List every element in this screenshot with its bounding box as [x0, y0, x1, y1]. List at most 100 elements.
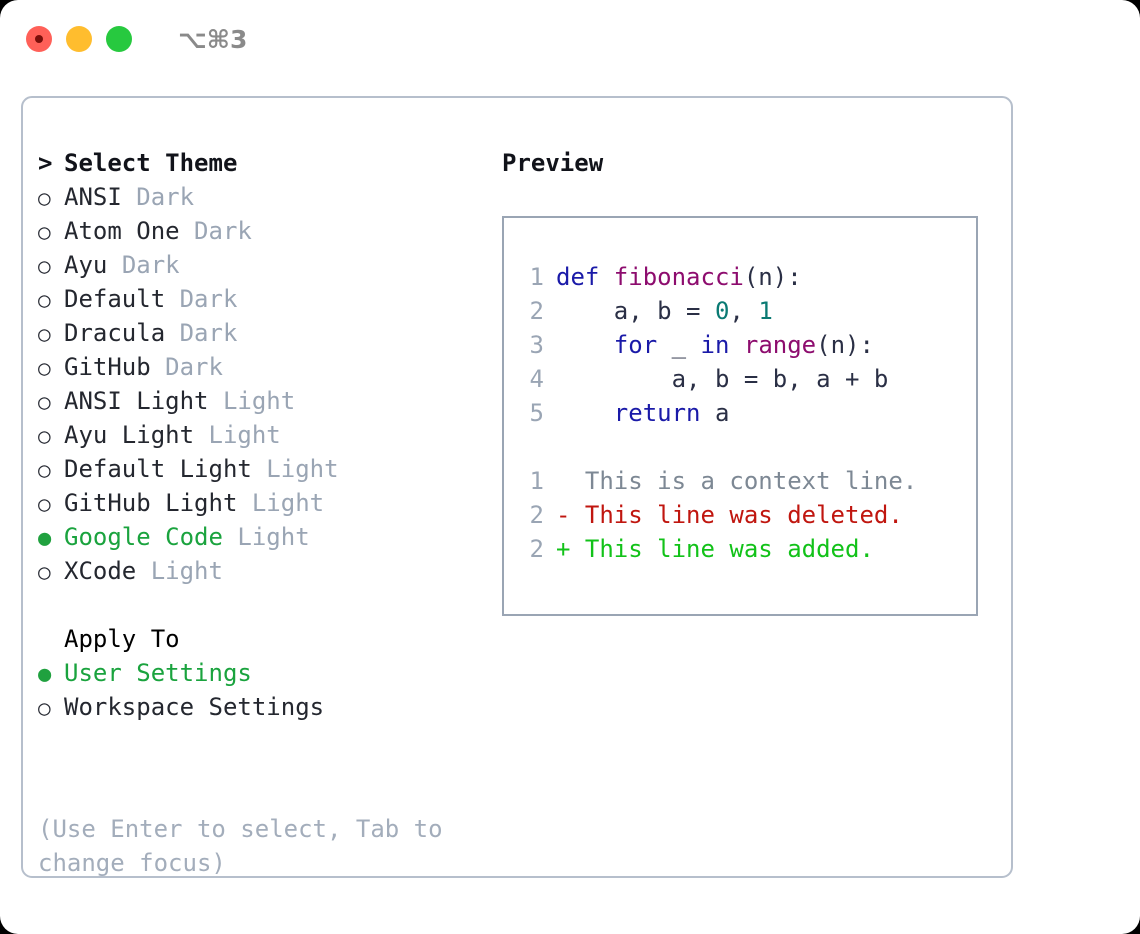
- theme-option-github-light[interactable]: ○GitHub Light Light: [38, 486, 488, 520]
- code-token: in: [700, 331, 730, 359]
- theme-variant-badge: Light: [208, 421, 281, 449]
- theme-option-label: Atom One: [64, 217, 180, 245]
- select-theme-title: Select Theme: [64, 149, 238, 177]
- theme-variant-badge: Dark: [165, 353, 223, 381]
- radio-unselected-icon: ○: [38, 696, 51, 720]
- code-token: def: [556, 263, 614, 291]
- diff-marker: [556, 467, 570, 495]
- code-token: (n):: [743, 263, 802, 291]
- keyboard-shortcut-label: ⌥⌘3: [178, 24, 248, 54]
- radio-unselected-icon: ○: [38, 424, 51, 448]
- theme-option-label: XCode: [64, 557, 137, 585]
- theme-option-default[interactable]: ○ Default Dark: [38, 282, 488, 316]
- theme-option-xcode[interactable]: ○ XCode Light: [38, 554, 488, 588]
- code-token: return: [613, 399, 701, 427]
- theme-option-atom-one[interactable]: ○ Atom One Dark: [38, 214, 488, 248]
- apply-option-workspace-settings[interactable]: ○ Workspace Settings: [38, 690, 488, 724]
- diff-text: This line was deleted.: [570, 501, 903, 529]
- minimize-button[interactable]: [66, 26, 92, 52]
- preview-title: Preview: [502, 149, 604, 177]
- code-token: (n):: [816, 331, 874, 359]
- close-icon: [35, 35, 43, 43]
- apply-option-label: User Settings: [64, 659, 252, 687]
- list-spacer: [38, 588, 488, 622]
- radio-unselected-icon: ○: [38, 288, 51, 312]
- radio-unselected-icon: ○: [38, 220, 51, 244]
- code-token: 1: [758, 297, 773, 325]
- maximize-button[interactable]: [106, 26, 132, 52]
- line-number: 2: [529, 501, 544, 529]
- theme-option-label: GitHub Light: [64, 489, 238, 517]
- theme-option-label: ANSI: [64, 183, 122, 211]
- apply-option-user-settings[interactable]: ● User Settings: [38, 656, 488, 690]
- theme-variant-badge: Light: [266, 455, 339, 483]
- keyboard-hint: (Use Enter to select, Tab to change focu…: [38, 815, 443, 877]
- code-diff-separator: [514, 430, 970, 464]
- code-token: fibonacci: [613, 263, 744, 291]
- close-button[interactable]: [26, 26, 52, 52]
- code-token: _: [657, 331, 701, 359]
- theme-variant-badge: Light: [150, 557, 223, 585]
- radio-unselected-icon: ○: [38, 186, 51, 210]
- theme-variant-badge: Light: [237, 523, 310, 551]
- line-number: 4: [529, 365, 544, 393]
- line-number: 3: [529, 331, 544, 359]
- theme-variant-badge: Dark: [136, 183, 195, 211]
- apply-to-list: ● User Settings ○ Workspace Settings: [38, 656, 488, 724]
- theme-option-ayu-light[interactable]: ○ Ayu Light Light: [38, 418, 488, 452]
- theme-option-label: Google Code: [64, 523, 223, 551]
- theme-option-dracula[interactable]: ○Dracula Dark: [38, 316, 488, 350]
- code-line: 3 for _ in range(n):: [514, 328, 970, 362]
- diff-text: This line was added.: [570, 535, 874, 563]
- code-token: ,: [729, 297, 759, 325]
- dialog-columns: >Select Theme ○ANSI Dark○Atom One Dark○A…: [23, 98, 1011, 877]
- diff-line-del: 2- This line was deleted.: [514, 498, 970, 532]
- code-token: [556, 331, 614, 359]
- code-token: [729, 331, 743, 359]
- theme-option-label: Ayu Light: [64, 421, 195, 449]
- line-number: 2: [529, 297, 544, 325]
- theme-option-ayu[interactable]: ○Ayu Dark: [38, 248, 488, 282]
- code-token: a, b =: [556, 297, 715, 325]
- theme-selector-panel: >Select Theme ○ANSI Dark○Atom One Dark○A…: [38, 146, 488, 724]
- radio-unselected-icon: ○: [38, 390, 51, 414]
- code-token: a: [700, 399, 730, 427]
- apply-to-heading: >Apply To: [38, 622, 488, 656]
- code-line: 2 a, b = 0, 1: [514, 294, 970, 328]
- radio-unselected-icon: ○: [38, 254, 51, 278]
- apply-option-label: Workspace Settings: [64, 693, 325, 721]
- diff-line-ctx: 1 This is a context line.: [514, 464, 970, 498]
- caret-icon: >: [38, 149, 53, 177]
- line-number: 2: [529, 535, 544, 563]
- theme-option-google-code[interactable]: ● Google Code Light: [38, 520, 488, 554]
- code-token: range: [743, 331, 817, 359]
- code-line: 5 return a: [514, 396, 970, 430]
- theme-option-label: GitHub: [64, 353, 151, 381]
- select-theme-heading: > Select Theme: [38, 146, 488, 180]
- dialog-card: >Select Theme ○ANSI Dark○Atom One Dark○A…: [21, 96, 1013, 878]
- code-token: [556, 399, 614, 427]
- radio-selected-icon: ●: [38, 526, 52, 551]
- apply-to-title: Apply To: [64, 625, 180, 653]
- theme-option-ansi[interactable]: ○ ANSI Dark: [38, 180, 488, 214]
- theme-option-default-light[interactable]: ○Default Light Light: [38, 452, 488, 486]
- diff-text: This is a context line.: [570, 467, 918, 495]
- radio-selected-icon: ●: [38, 662, 52, 687]
- theme-list: ○ANSI Dark○Atom One Dark○Ayu Dark○Defaul…: [38, 180, 488, 588]
- theme-option-ansi-light[interactable]: ○ANSI Light Light: [38, 384, 488, 418]
- theme-variant-badge: Dark: [194, 217, 252, 245]
- radio-unselected-icon: ○: [38, 560, 51, 584]
- theme-variant-badge: Dark: [179, 285, 238, 313]
- theme-option-github[interactable]: ○ GitHub Dark: [38, 350, 488, 384]
- caret-placeholder-icon: >: [38, 622, 64, 656]
- code-line: 4 a, b = b, a + b: [514, 362, 970, 396]
- theme-option-label: Default Light: [64, 455, 252, 483]
- diff-marker: -: [556, 501, 571, 529]
- code-token: for: [613, 331, 658, 359]
- theme-variant-badge: Dark: [179, 319, 238, 347]
- theme-option-label: Default: [64, 285, 166, 313]
- radio-unselected-icon: ○: [38, 356, 51, 380]
